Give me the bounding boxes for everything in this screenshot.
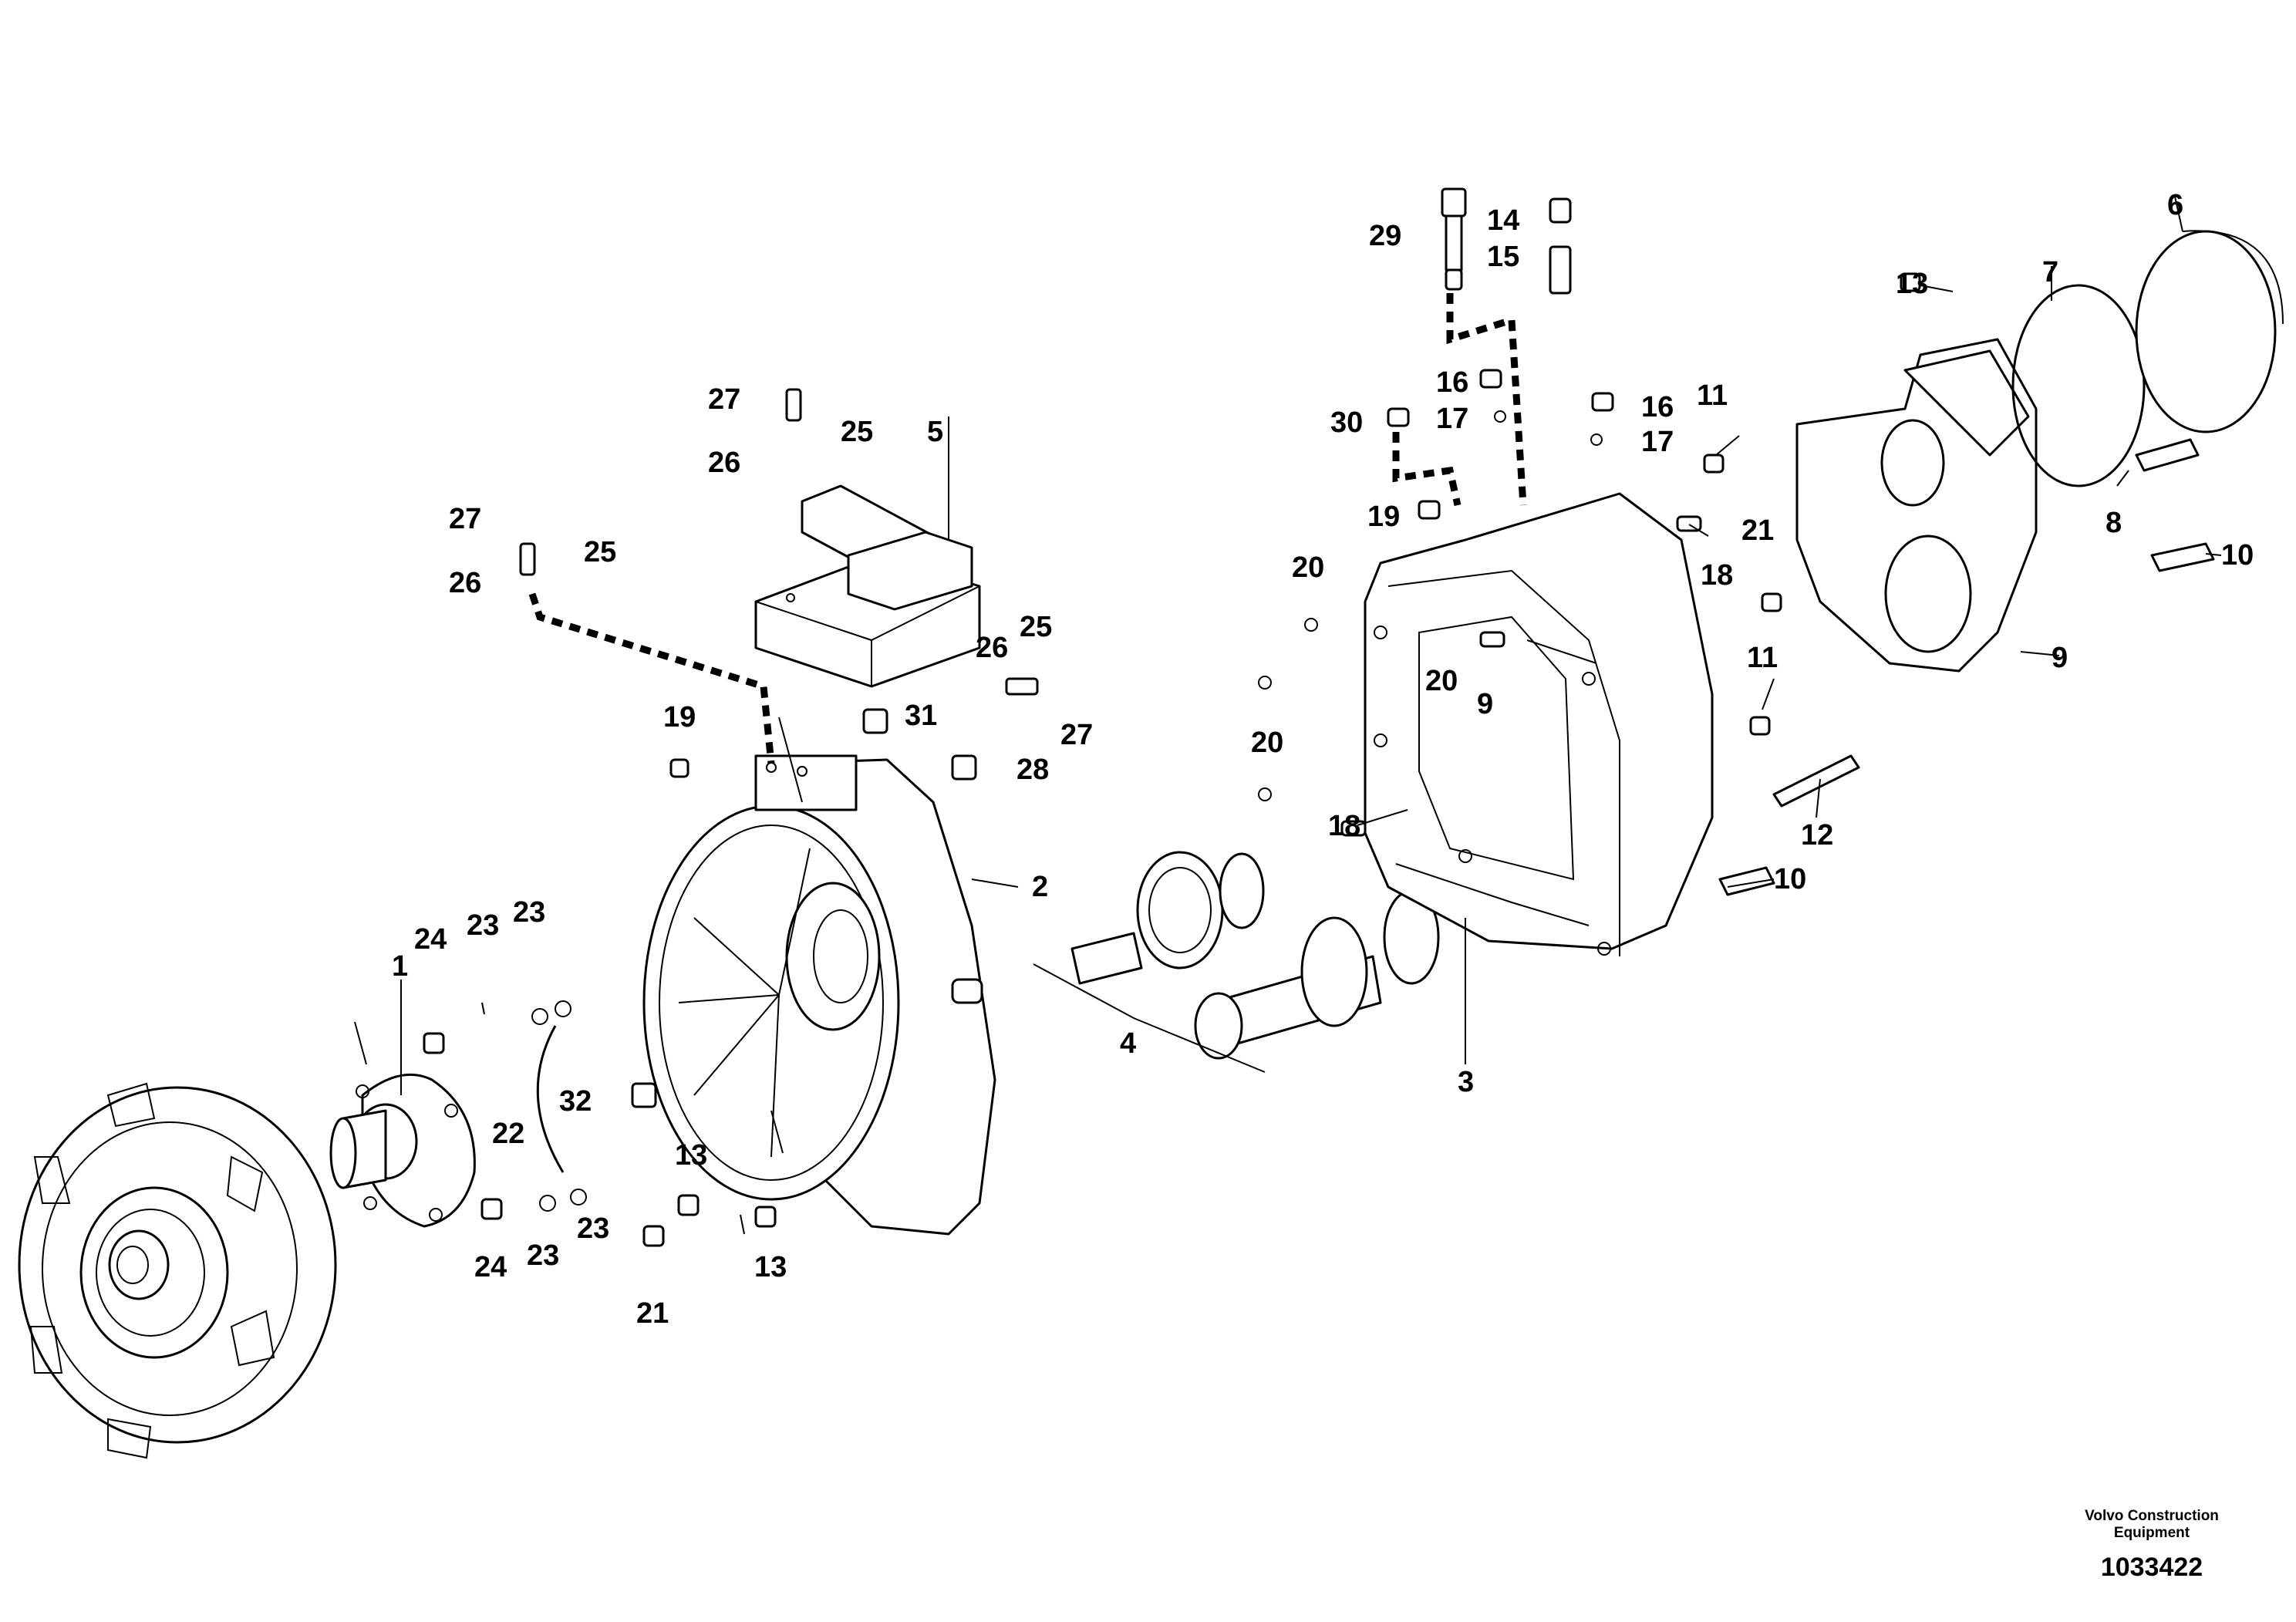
callout-26-left: 26	[449, 567, 481, 599]
callout-27-left: 27	[449, 503, 481, 535]
callout-21-bell: 21	[636, 1297, 669, 1330]
callout-6: 6	[2167, 189, 2183, 221]
callout-8: 8	[2106, 507, 2122, 539]
gear-shafts	[1070, 851, 1440, 1060]
callout-4: 4	[1120, 1027, 1136, 1060]
callout-3: 3	[1458, 1066, 1474, 1098]
torque-converter	[18, 1082, 337, 1459]
callout-20-bottom: 20	[1251, 727, 1283, 759]
callout-26-right: 26	[976, 632, 1008, 664]
callout-22: 22	[492, 1118, 524, 1150]
callout-11-side: 11	[1747, 642, 1778, 674]
callout-16-left: 16	[1436, 366, 1468, 399]
callout-5: 5	[927, 416, 943, 448]
callout-18-right: 18	[1701, 559, 1733, 592]
callout-32: 32	[559, 1085, 592, 1118]
callout-31: 31	[905, 700, 937, 732]
callout-23-bottom-right: 23	[577, 1212, 609, 1245]
callout-23-top-left: 23	[467, 909, 499, 942]
callout-26-top: 26	[708, 447, 740, 479]
converter-housing	[642, 754, 996, 1236]
control-valve	[754, 484, 981, 688]
callout-28: 28	[1017, 754, 1049, 786]
callout-27-top: 27	[708, 383, 740, 416]
callout-27-right: 27	[1060, 719, 1093, 751]
callout-9-housing: 9	[1477, 688, 1493, 720]
callout-14: 14	[1487, 204, 1519, 237]
callout-7: 7	[2042, 256, 2058, 288]
seal-ring	[2011, 284, 2146, 487]
callout-10-cover: 10	[2221, 539, 2254, 572]
callout-15: 15	[1487, 241, 1519, 273]
callout-13-upper: 13	[675, 1139, 707, 1172]
callouts: 1 2 3 4 5 6 7 8 9 9 10 10 11 11 12 13 13…	[392, 189, 2254, 1330]
charge-pump	[329, 1073, 476, 1228]
callout-21-cover: 21	[1741, 514, 1774, 547]
callout-30: 30	[1330, 406, 1363, 439]
credit-line-1: Volvo Construction	[2085, 1508, 2219, 1524]
diagram-reference-number: 1033422	[2100, 1553, 2203, 1582]
callout-19-bell: 19	[663, 701, 696, 733]
callout-24-bottom: 24	[474, 1251, 507, 1283]
callout-10-housing: 10	[1774, 863, 1806, 895]
end-cap	[2135, 230, 2284, 433]
callout-25-left: 25	[584, 536, 616, 568]
callout-2: 2	[1032, 871, 1048, 903]
rear-cover	[1795, 338, 2038, 673]
callout-16-right: 16	[1641, 391, 1674, 423]
callout-13-lower: 13	[754, 1251, 787, 1283]
callout-18-left: 18	[1328, 810, 1360, 842]
leader-lines	[354, 196, 2222, 1235]
callout-20-mid: 20	[1425, 665, 1458, 697]
callout-29: 29	[1369, 220, 1401, 252]
callout-19-housing: 19	[1367, 501, 1400, 533]
callout-25-right: 25	[1020, 611, 1052, 643]
callout-17-right: 17	[1641, 426, 1674, 458]
publisher-credit: Volvo Construction Equipment 1033422	[2036, 1508, 2267, 1583]
callout-17-left: 17	[1436, 403, 1468, 435]
callout-9-cover: 9	[2052, 642, 2068, 674]
callout-25-top: 25	[841, 416, 873, 448]
callout-11-top: 11	[1697, 379, 1728, 412]
dashed-routing-lines	[528, 293, 1527, 764]
transmission-housing	[1364, 492, 1714, 956]
callout-12: 12	[1801, 819, 1833, 851]
callout-13-cover: 13	[1896, 268, 1928, 300]
callout-20-top: 20	[1292, 551, 1324, 584]
callout-23-bottom-left: 23	[527, 1239, 559, 1272]
callout-24-top: 24	[414, 923, 447, 956]
credit-line-2: Equipment	[2113, 1525, 2190, 1541]
callout-1: 1	[392, 950, 408, 983]
callout-23-top-right: 23	[513, 896, 545, 929]
